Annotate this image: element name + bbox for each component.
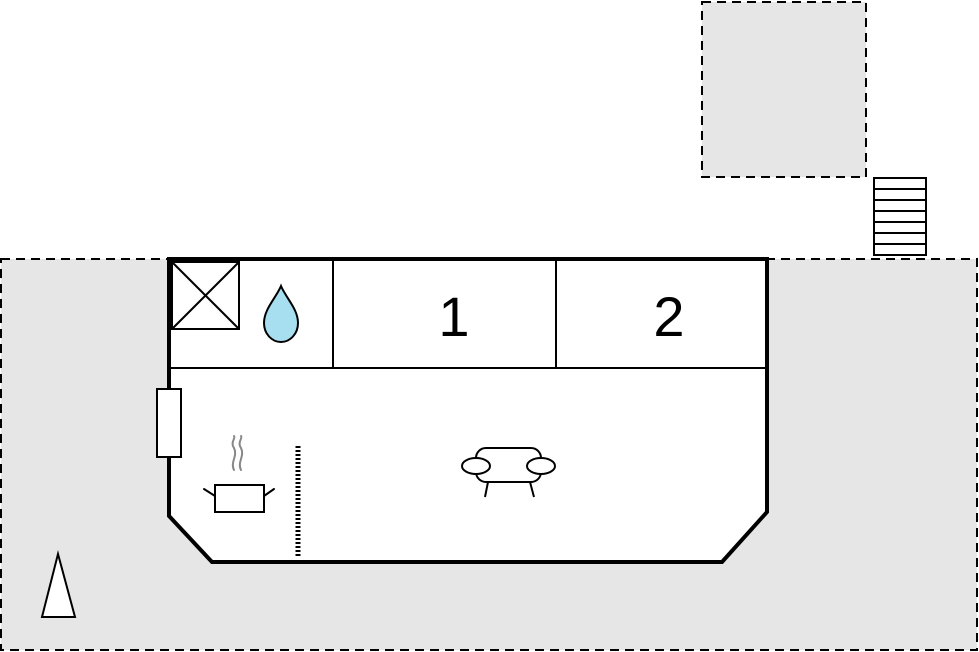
interior-walls bbox=[169, 259, 767, 369]
north-arrow-icon bbox=[40, 550, 77, 618]
stairs-icon bbox=[873, 177, 927, 256]
house-outline bbox=[167, 257, 769, 564]
sofa-icon bbox=[461, 447, 556, 498]
cooking-pot-icon bbox=[203, 435, 275, 513]
water-drop-icon bbox=[262, 283, 300, 344]
room-label-1: 1 bbox=[438, 285, 469, 348]
upper-outdoor-area bbox=[701, 1, 867, 178]
window bbox=[156, 388, 182, 458]
shower-cross-icon bbox=[171, 261, 240, 330]
room-label-2: 2 bbox=[653, 285, 684, 348]
